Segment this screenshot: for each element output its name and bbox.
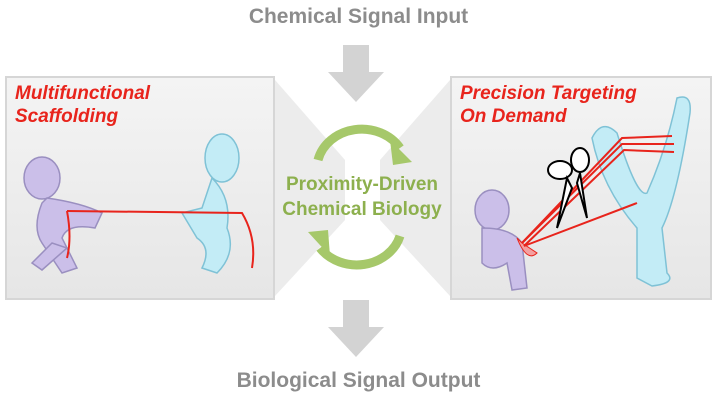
tug-of-war-illustration: [23, 133, 255, 274]
input-arrow-icon: [328, 45, 384, 102]
cycle-arrows-icon: [308, 124, 412, 270]
right-title-line1: Precision Targeting: [460, 83, 637, 104]
right-panel-title: Precision Targeting On Demand: [460, 82, 637, 128]
slingshot-illustration: [474, 96, 691, 291]
left-title-line2: Scaffolding: [15, 106, 119, 127]
right-panel: Precision Targeting On Demand: [450, 76, 712, 300]
center-line2: Chemical Biology: [282, 199, 442, 220]
bottom-label: Biological Signal Output: [236, 369, 481, 392]
right-funnel: [380, 80, 450, 296]
left-panel-title: Multifunctional Scaffolding: [15, 82, 150, 128]
left-panel: Multifunctional Scaffolding: [5, 76, 275, 300]
scissors-icon: [547, 147, 590, 229]
center-label: Proximity-Driven Chemical Biology: [272, 172, 452, 222]
left-funnel: [275, 80, 345, 296]
right-title-line2: On Demand: [460, 106, 567, 127]
left-title-line1: Multifunctional: [15, 83, 151, 104]
top-label: Chemical Signal Input: [248, 5, 469, 28]
center-line1: Proximity-Driven: [285, 174, 439, 195]
output-arrow-icon: [328, 300, 384, 357]
